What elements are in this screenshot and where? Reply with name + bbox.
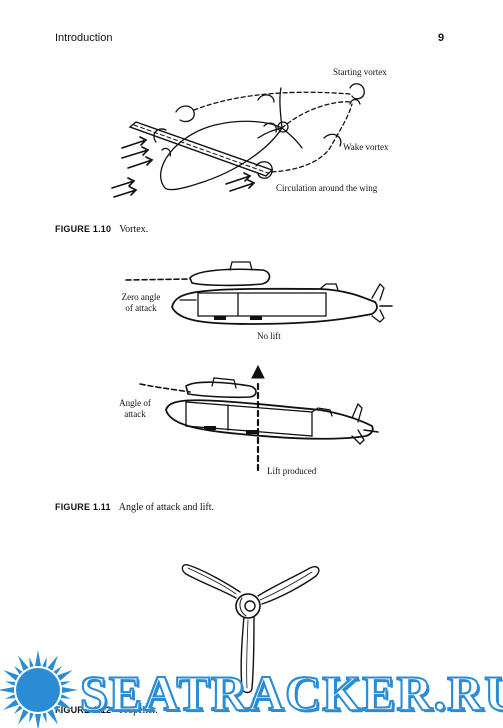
figure-number: FIGURE 1.11 — [55, 502, 111, 512]
circulation-label: Circulation around the wing — [276, 183, 378, 193]
no-lift-label: No lift — [257, 331, 281, 341]
angle-of-attack-label: Angle of attack — [115, 398, 155, 420]
angle-line-1: Angle of — [119, 398, 151, 408]
figure-1-12-caption: FIGURE 1.12 Propeller. — [55, 700, 158, 718]
figure-number: FIGURE 1.10 — [55, 224, 112, 234]
running-header-section: Introduction — [55, 32, 113, 44]
angle-line-2: attack — [124, 409, 146, 419]
figure-caption-text: Vortex. — [119, 224, 149, 235]
zero-angle-line-2: of attack — [125, 303, 157, 313]
figure-caption-text: Angle of attack and lift. — [118, 502, 214, 513]
page-number: 9 — [438, 32, 445, 44]
starting-vortex-label: Starting vortex — [333, 67, 387, 77]
figure-caption-text: Propeller. — [119, 705, 158, 716]
wake-vortex-label: Wake vortex — [343, 142, 389, 152]
figure-1-11-caption: FIGURE 1.11 Angle of attack and lift. — [55, 497, 214, 515]
zero-angle-line-1: Zero angle — [121, 292, 161, 302]
zero-angle-label: Zero angle of attack — [113, 292, 169, 314]
lift-produced-label: Lift produced — [267, 466, 317, 476]
figure-1-10-caption: FIGURE 1.10 Vortex. — [55, 219, 148, 237]
watermark-text: SEATRACKER.RU — [79, 665, 503, 721]
figure-number: FIGURE 1.12 — [55, 705, 112, 715]
